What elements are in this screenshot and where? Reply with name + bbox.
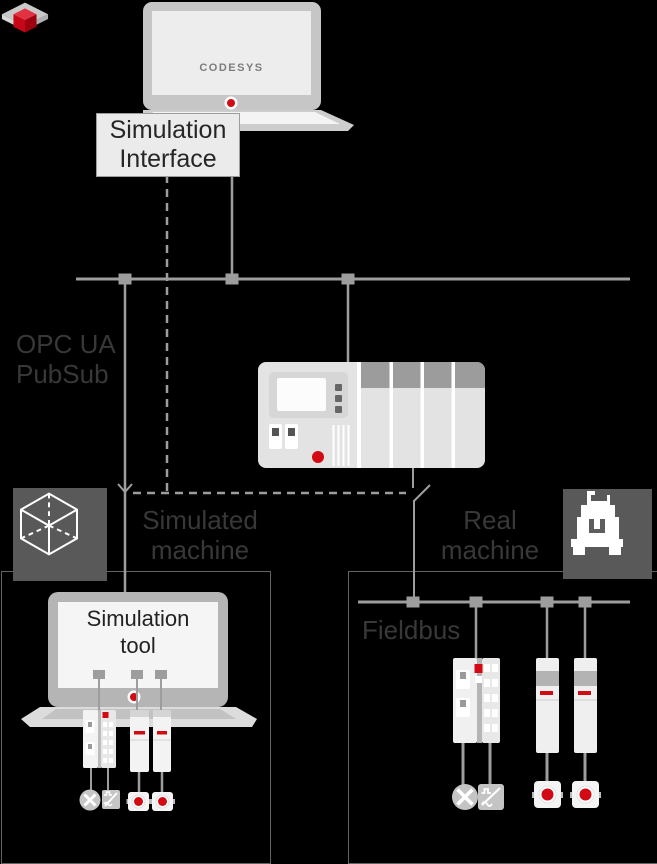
sensor-led-icon xyxy=(150,792,175,811)
plc-status-led-icon xyxy=(312,451,324,463)
plc-button xyxy=(335,395,342,402)
motor-x-icon xyxy=(79,789,101,811)
real-machine-tile xyxy=(563,489,652,579)
sensor-led-icon xyxy=(126,792,151,811)
opc-ua-bus-lines xyxy=(76,148,630,593)
arrowhead-icon xyxy=(117,483,133,494)
simulation-tool-label: Simulation tool xyxy=(86,606,190,658)
screen-tap xyxy=(93,670,105,679)
plc-screen xyxy=(277,378,326,411)
bus-tap xyxy=(540,596,554,608)
sim-io-module xyxy=(130,710,149,772)
simulated-machine-tile xyxy=(13,488,107,581)
fieldbus-drive xyxy=(574,658,597,753)
simulation-interface-dashed-link xyxy=(117,483,406,495)
motor-x-icon xyxy=(452,784,478,810)
bus-tap xyxy=(578,596,592,608)
plc-controller xyxy=(258,362,485,468)
fieldbus-io-station xyxy=(453,658,500,743)
bus-tap xyxy=(406,596,420,608)
signal-icon xyxy=(102,790,120,809)
plc-to-fieldbus-switch xyxy=(412,467,431,598)
sim-io-coupler xyxy=(83,710,116,768)
cnc-machine-icon xyxy=(571,491,623,555)
sensor-led-icon xyxy=(532,781,563,808)
plc-button xyxy=(335,406,342,413)
bus-tap xyxy=(469,596,483,608)
screen-tap xyxy=(155,670,167,679)
fieldbus-lines xyxy=(358,596,630,660)
fieldbus-label: Fieldbus xyxy=(362,615,461,645)
sim-io-module xyxy=(153,710,171,772)
signal-icon xyxy=(478,784,504,810)
wireframe-cube-icon xyxy=(20,492,78,556)
opc-ua-pubsub-label: OPC UA PubSub xyxy=(16,329,116,389)
plc-button xyxy=(335,384,342,391)
sensor-led-icon xyxy=(570,781,601,808)
codesys-logo-icon xyxy=(1,2,49,33)
screen-tap xyxy=(131,670,143,679)
bus-tap xyxy=(225,273,239,285)
bus-tap xyxy=(118,273,132,285)
real-machine-title: Real machine xyxy=(440,505,540,565)
simulated-machine-title: Simulated machine xyxy=(142,505,258,565)
fieldbus-drive xyxy=(536,658,559,753)
bus-tap xyxy=(341,273,355,285)
codesys-logo-text: CODESYS xyxy=(199,62,264,74)
simulation-interface-label: Simulation Interface xyxy=(96,113,240,177)
webcam-led-icon xyxy=(227,99,235,107)
switch-blade-icon xyxy=(413,484,431,502)
